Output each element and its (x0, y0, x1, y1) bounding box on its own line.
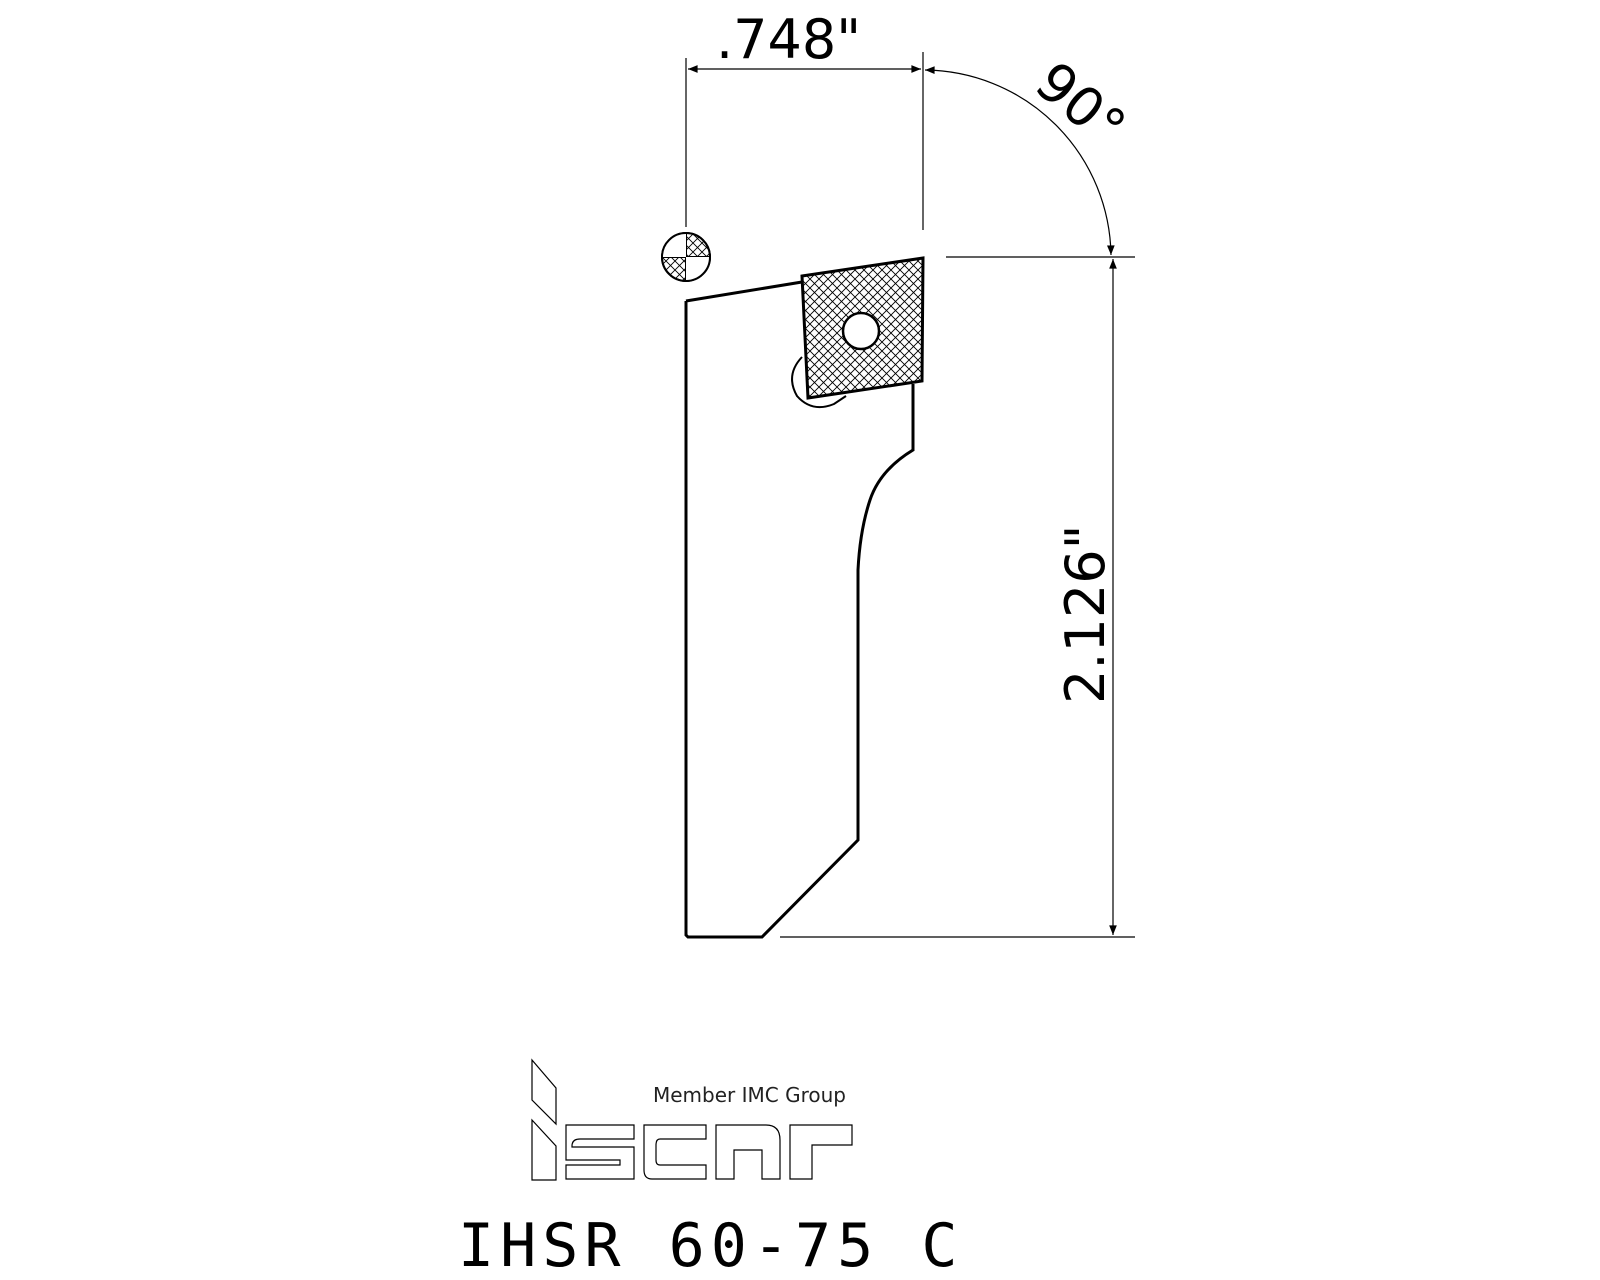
angle-dimension-arc (924, 66, 1115, 256)
part-number: IHSR 60-75 C (458, 1211, 963, 1280)
logo-tagline: Member IMC Group (653, 1083, 846, 1107)
clamp-pin-outline (791, 356, 847, 409)
angle-dimension-label: 90° (1024, 50, 1138, 160)
holder-body-outline (684, 280, 915, 939)
insert-screw-hole (841, 311, 881, 351)
height-dimension-label: 2.126" (1054, 525, 1117, 704)
width-dimension-label: .748" (716, 8, 861, 71)
iscar-logo: Member IMC Group (531, 1058, 853, 1181)
datum-symbol-icon (661, 232, 711, 282)
